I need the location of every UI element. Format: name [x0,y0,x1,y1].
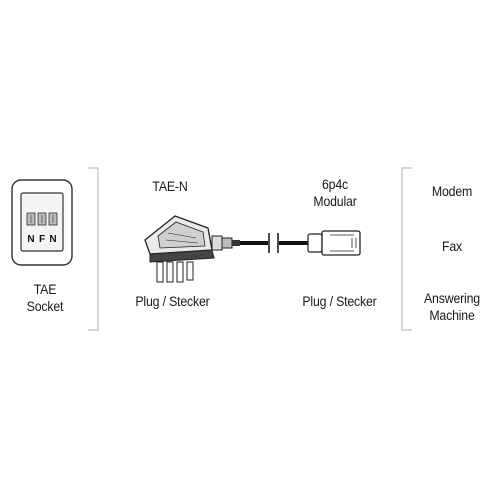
modular-plug-caption: Plug / Stecker [302,293,377,309]
device-answering: Answering [424,290,480,306]
tae-socket-icon [11,179,73,266]
device-modem: Modem [431,183,473,199]
socket-code-letter: F [39,234,45,245]
tae-n-plug-icon [144,215,240,283]
right-divider-bracket [401,167,412,331]
socket-label-line2: Socket [26,298,64,314]
socket-code-letter: N [49,234,56,245]
modular-plug-title-line1: 6p4c [321,176,349,192]
cable [240,233,308,253]
socket-label-line1: TAE [33,281,57,297]
modular-plug-icon [307,230,361,256]
device-machine: Machine [429,307,475,323]
tae-plug-title: TAE-N [152,178,188,194]
device-fax: Fax [441,238,463,254]
socket-code-letter: N [27,234,34,245]
modular-plug-title-line2: Modular [313,193,357,209]
left-divider-bracket [88,167,99,331]
tae-plug-caption: Plug / Stecker [135,293,210,309]
